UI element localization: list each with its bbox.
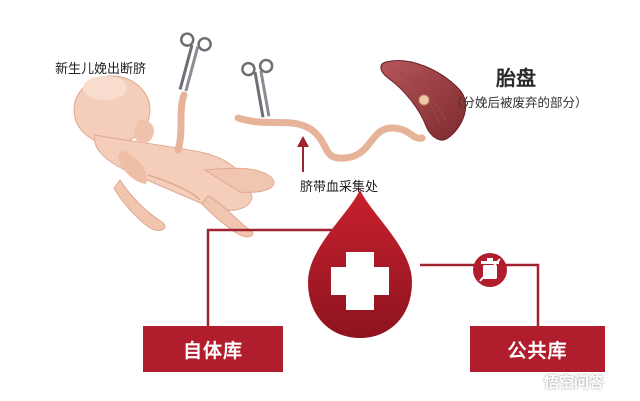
watermark: 悟空问答 (522, 368, 604, 394)
trash-can-icon (473, 253, 507, 287)
watermark-text: 悟空问答 (544, 372, 605, 391)
placenta-illustration (380, 60, 467, 141)
medical-cross-icon (331, 252, 389, 310)
umbilical-cord (234, 114, 426, 162)
surgical-clamp-icon (178, 32, 212, 92)
cord-stub (174, 91, 188, 154)
connector-lines (206, 228, 540, 326)
collection-arrow (297, 136, 309, 172)
chat-bubble-icon (523, 372, 539, 389)
blood-drop (308, 190, 412, 338)
collection-point-label: 脐带血采集处 (300, 180, 379, 195)
placenta-title: 胎盘 (496, 66, 536, 90)
newborn-illustration (73, 75, 275, 238)
placenta-note: （分娩后被废弃的部分） (450, 95, 588, 110)
newborn-label: 新生儿娩出断脐 (55, 62, 147, 77)
autologous-bank-box: 自体库 (143, 326, 283, 372)
public-bank-box: 公共库 (470, 326, 605, 372)
surgical-clamp-icon (241, 58, 274, 118)
